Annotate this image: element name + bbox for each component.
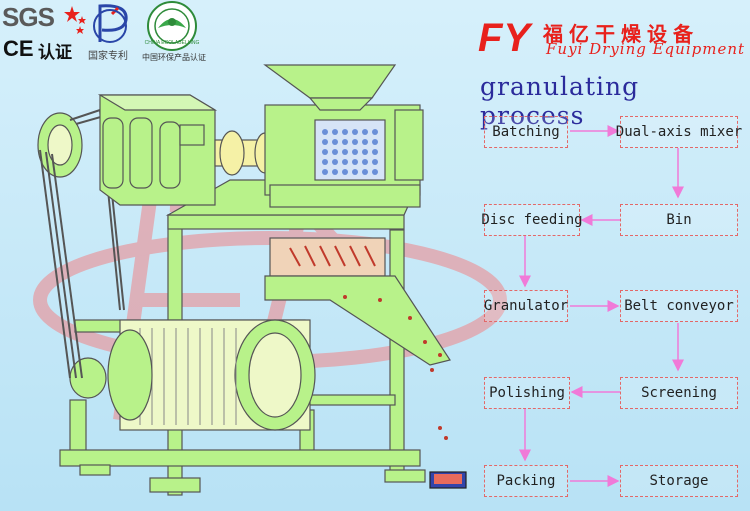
step-screening: Screening [620,377,738,409]
eco-seal-text: CHINA ECOLABELLING [145,40,200,46]
ce-certification-text: 认证 [38,43,72,63]
step-granulator: Granulator [484,290,568,322]
eco-label-caption: 中国环保产品认证 [142,53,206,62]
step-bin: Bin [620,204,738,236]
eco-label-seal-icon: CHINA ECOLABELLING [145,1,200,51]
china-flag-stars-icon [64,6,86,34]
brand-chinese-name: 福亿干燥设备 [543,22,699,46]
step-storage: Storage [620,465,738,497]
brand-english-name: Fuyi Drying Equipment [546,40,746,58]
step-belt-conveyor: Belt conveyor [620,290,738,322]
belt-drive [37,108,125,399]
step-polishing: Polishing [484,377,570,409]
granule-tray [429,471,467,489]
patent-caption: 国家专利 [88,51,128,62]
step-packing: Packing [484,465,568,497]
gearbox [97,94,218,206]
step-disc-feeding: Disc feeding [481,204,583,236]
motor [107,319,316,431]
process-flow-arrows [519,125,684,487]
step-batching: Batching [484,116,568,148]
patent-logo-icon [93,4,128,43]
roller-press [264,104,424,208]
crusher-box [269,237,386,277]
discharge-chute [264,275,451,440]
process-title: granulating process [480,72,640,130]
sgs-logo: SGS [2,2,55,32]
step-dual-axis-mixer: Dual-axis mixer [616,116,742,148]
ce-mark: CE [3,36,34,61]
granulator-machine-illustration [33,64,507,496]
brand-logo: FY [478,16,532,60]
feed-hopper [263,64,397,111]
